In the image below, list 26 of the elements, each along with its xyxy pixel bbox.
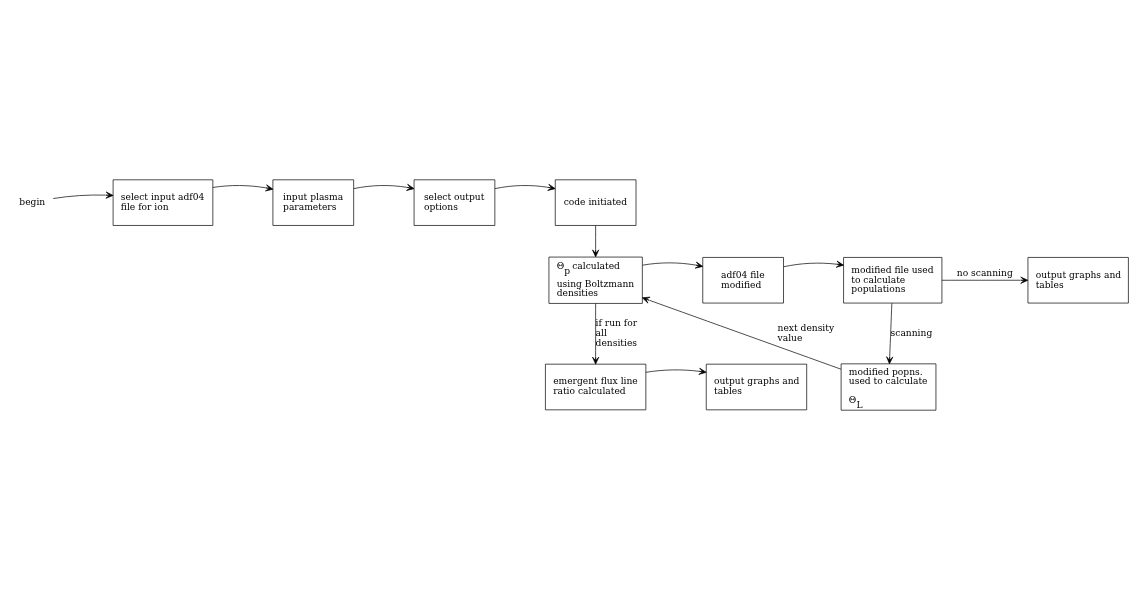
edge-label: if run for all densities [595, 318, 638, 348]
edge-label: scanning [890, 328, 933, 339]
node-box: emergent flux line ratio calculated [545, 363, 647, 411]
edge-label: next density value [777, 323, 835, 343]
node-box: output graphs and tables [1027, 257, 1129, 304]
arrow [353, 183, 415, 191]
edge-label: no scanning [956, 267, 1013, 278]
arrow [645, 367, 707, 375]
node-text: begin [19, 197, 46, 208]
arrow [941, 276, 1029, 284]
node-box: input plasma parameters [272, 179, 355, 226]
node-box: adf04 file modified [702, 257, 784, 304]
node-box: select input adf04 file for ion [112, 179, 214, 226]
node-box: modified file used to calculate populations [843, 257, 943, 304]
arrow [212, 184, 274, 192]
node-box: code initiated [554, 179, 637, 226]
arrow [52, 191, 114, 199]
arrow [642, 296, 842, 370]
arrow [494, 183, 556, 191]
arrow [783, 260, 844, 268]
arrow [592, 225, 600, 258]
node-box: select output options [413, 179, 496, 226]
arrow [886, 302, 894, 365]
arrow [642, 261, 704, 269]
arrow [592, 303, 600, 365]
node-box: output graphs and tables [705, 363, 808, 411]
